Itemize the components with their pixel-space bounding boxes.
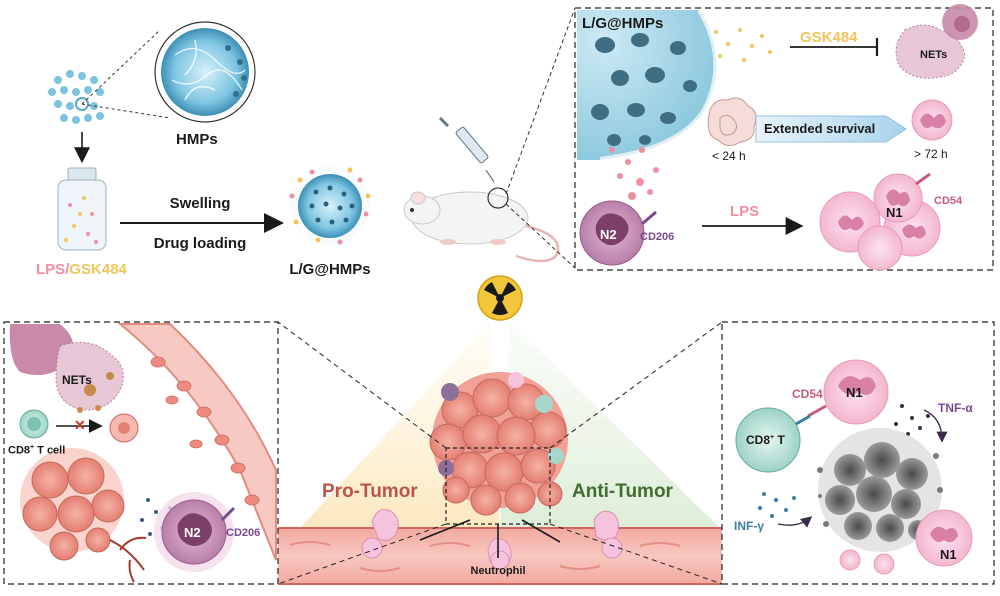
n1-label-bottom: N1 xyxy=(846,385,863,400)
product-label: L/G@HMPs xyxy=(289,261,371,278)
gsk-label: GSK484 xyxy=(800,29,858,46)
dying-tumor-cells xyxy=(817,428,946,552)
hmps-cluster xyxy=(48,70,104,124)
cd8-sup: + xyxy=(30,444,35,451)
inf-label: INF-γ xyxy=(734,519,764,533)
n1-cells-top xyxy=(819,172,941,271)
mouse-illustration xyxy=(403,191,560,263)
drug-bottle xyxy=(57,167,107,251)
lps-text: LPS xyxy=(36,261,66,278)
n1-cell-bottom-right xyxy=(807,359,889,425)
cd8-t-cell-left xyxy=(19,409,49,439)
n2-cell-top xyxy=(579,200,657,266)
panel-title: L/G@HMPs xyxy=(582,15,664,32)
cd54-label-top: CD54 xyxy=(934,195,963,207)
n2-label-bottom: N2 xyxy=(184,525,201,540)
cd8-prefix-right: CD8 xyxy=(746,433,771,447)
hmps-label: HMPs xyxy=(176,131,218,148)
cd8-t-label-right: CD8+ T xyxy=(746,434,785,446)
lps-label-top: LPS xyxy=(730,203,760,220)
cd8-sup-right: + xyxy=(770,434,775,441)
neutrophil-label: Neutrophil xyxy=(470,565,526,577)
blocked-cross-icon: ✕ xyxy=(74,417,86,433)
n1-cell-lower-right xyxy=(915,509,973,567)
cd8-suffix: T cell xyxy=(34,444,66,457)
cd206-label-bottom: CD206 xyxy=(226,527,261,539)
cd8-t-cell-label: CD8+ T cell xyxy=(8,444,65,457)
lps-dots xyxy=(609,147,659,200)
cd8-t-cell-right xyxy=(735,407,811,473)
lps-gsk-label: LPS/GSK484 xyxy=(36,262,127,277)
gsk-dots xyxy=(714,28,772,62)
n2-cell-bottom xyxy=(154,492,236,572)
slash-text: / xyxy=(65,261,70,278)
n1-label-top: N1 xyxy=(886,205,903,220)
hmps-zoom-particle xyxy=(154,21,256,123)
tumor-cluster-left xyxy=(20,448,147,583)
nets-top xyxy=(895,4,978,79)
swelling-label: Swelling xyxy=(169,195,231,212)
lg-hmps-particle xyxy=(289,166,371,246)
drug-loading-label: Drug loading xyxy=(153,235,247,252)
nets-bottom-left xyxy=(9,324,124,413)
cd8-prefix: CD8 xyxy=(8,444,31,457)
vessel-diagonal xyxy=(117,323,277,561)
inf-dots xyxy=(758,492,796,518)
extended-survival-arrow xyxy=(755,115,907,143)
neutrophil-short-lived xyxy=(707,97,757,146)
anti-tumor-label: Anti-Tumor xyxy=(572,481,673,502)
cd206-label-top: CD206 xyxy=(640,231,675,243)
nets-label-bottom: NETs xyxy=(62,373,92,387)
nets-label-top: NETs xyxy=(920,49,948,61)
tnf-label: TNF-α xyxy=(938,401,973,415)
neutrophil-long-lived xyxy=(911,99,953,141)
cd54-label-bottom: CD54 xyxy=(792,387,823,401)
radiation-icon xyxy=(477,275,523,321)
cd8-suffix-right: T xyxy=(774,433,785,447)
pro-tumor-label: Pro-Tumor xyxy=(322,481,418,502)
tumor-mass xyxy=(429,372,568,516)
syringe-icon xyxy=(438,116,495,183)
n2-label-top: N2 xyxy=(600,227,617,242)
neutrophils-in-vessel xyxy=(361,509,623,570)
n1-label-lower: N1 xyxy=(940,547,957,562)
neutrophil-pointer-lines xyxy=(419,519,561,558)
extended-survival-label: Extended survival xyxy=(764,121,876,136)
small-neutrophils-right xyxy=(839,549,895,575)
tumor-cell-small xyxy=(109,413,139,443)
time-long-label: > 72 h xyxy=(914,147,948,161)
gsk-text: GSK484 xyxy=(69,261,127,278)
time-short-label: < 24 h xyxy=(712,149,746,163)
